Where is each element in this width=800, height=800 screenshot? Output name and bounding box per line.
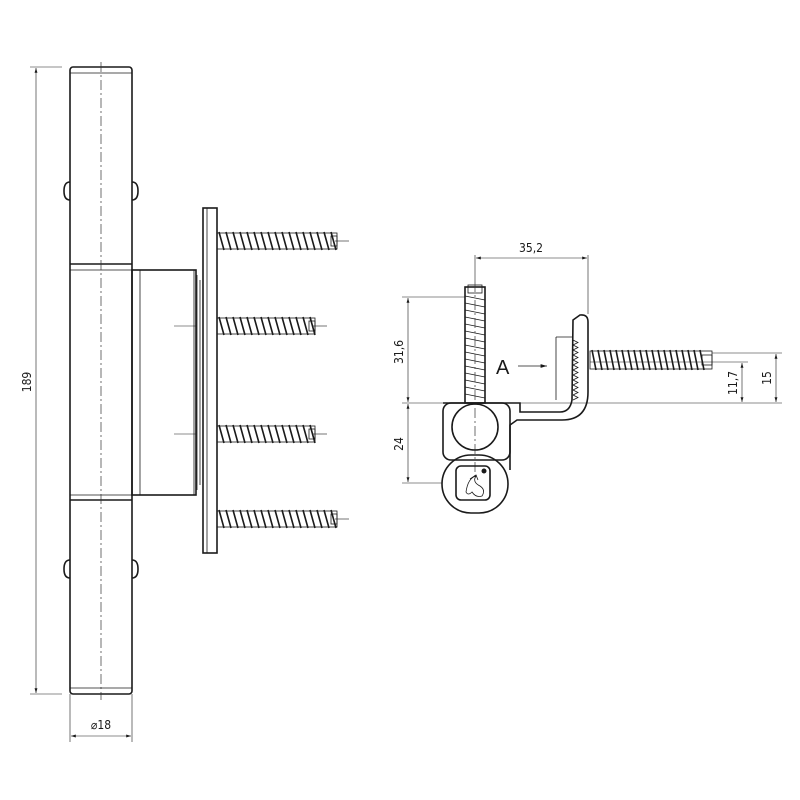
upper-depth-dimension: 31,6 — [392, 340, 406, 364]
view-marker-a: A — [496, 357, 510, 379]
brand-logo-icon — [465, 475, 484, 497]
screw-set-front — [216, 231, 349, 529]
height-dimension: 189 — [20, 372, 34, 393]
pin-bore — [451, 403, 499, 451]
hinge-body — [131, 269, 197, 496]
lower-depth-dimension: 24 — [392, 437, 406, 451]
width-dimension: 35,2 — [519, 241, 543, 255]
diameter-dimension: ⌀18 — [91, 718, 111, 732]
hinge-front-view: 189 ⌀18 — [20, 62, 349, 742]
plate-offset-dimension: 15 — [760, 371, 774, 385]
hinge-side-view: A 35,2 31,6 24 11,7 15 — [392, 241, 782, 514]
wood-screw — [216, 509, 349, 529]
wood-screw — [216, 316, 327, 336]
screw-side — [589, 349, 713, 371]
hinge-bracket — [443, 314, 589, 470]
adjustment-cam — [441, 454, 509, 514]
thread-offset-dimension: 11,7 — [726, 371, 740, 395]
mounting-plate — [202, 207, 218, 554]
wood-screw — [216, 424, 327, 444]
wood-screw — [216, 231, 349, 251]
